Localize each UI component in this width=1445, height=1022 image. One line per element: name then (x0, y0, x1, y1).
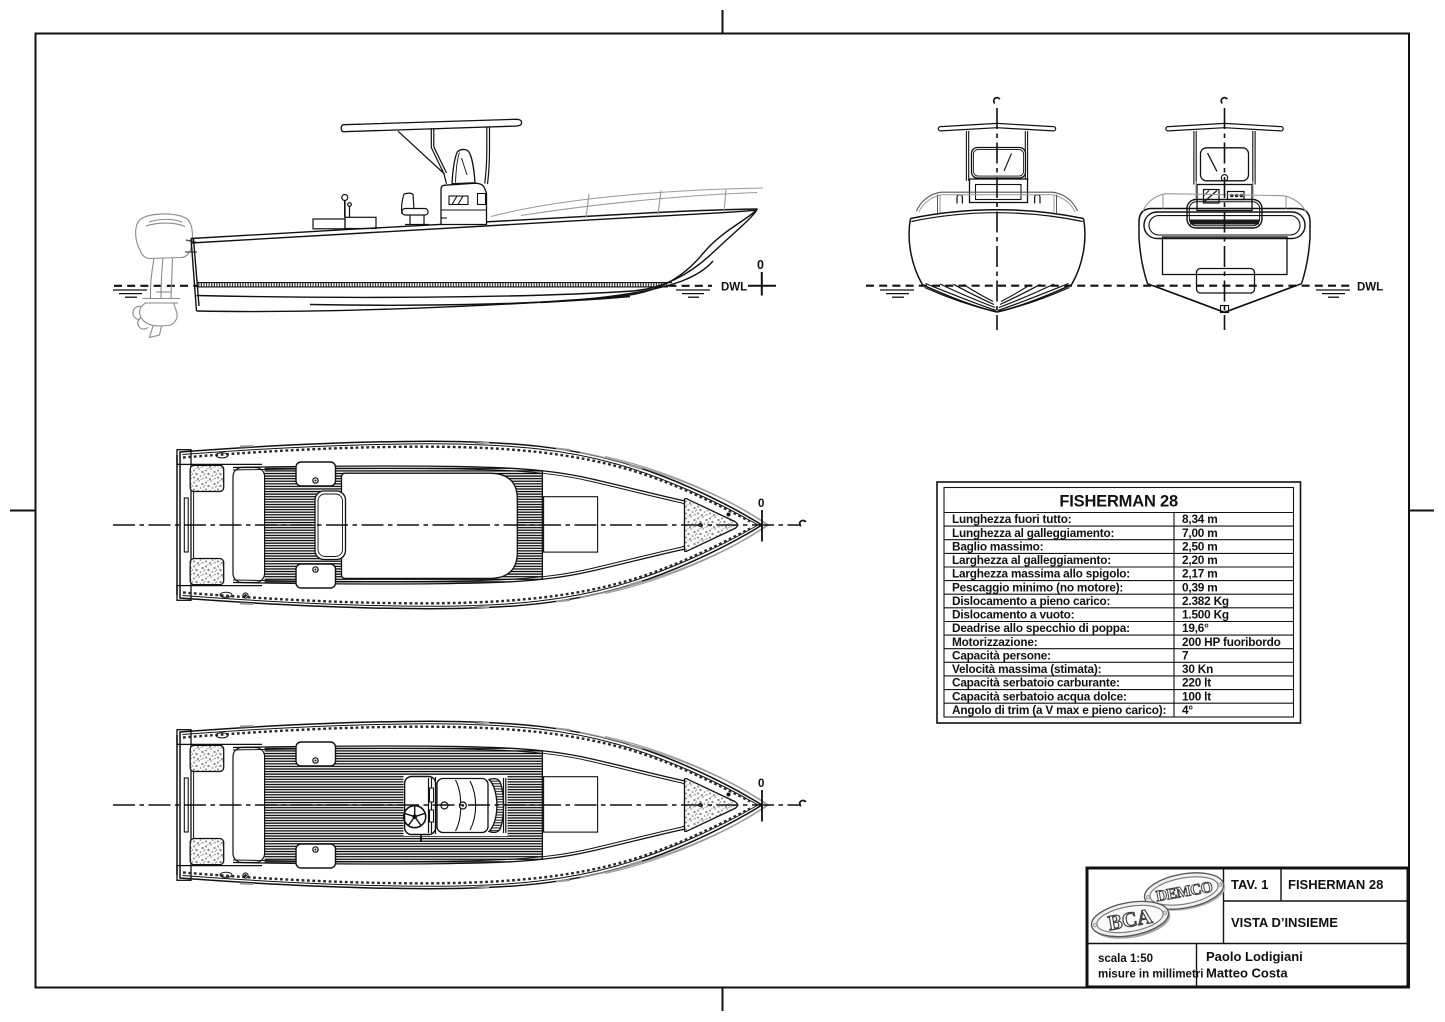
svg-text:Capacità serbatoio acqua dolce: Capacità serbatoio acqua dolce: (952, 689, 1127, 703)
svg-text:2,50 m: 2,50 m (1182, 539, 1218, 553)
svg-text:Paolo Lodigiani: Paolo Lodigiani (1206, 949, 1303, 964)
svg-text:Dislocamento a pieno carico:: Dislocamento a pieno carico: (952, 594, 1110, 608)
svg-text:FISHERMAN 28: FISHERMAN 28 (1288, 877, 1383, 892)
svg-text:Deadrise allo specchio di popp: Deadrise allo specchio di poppa: (952, 621, 1130, 635)
svg-text:200 HP fuoribordo: 200 HP fuoribordo (1182, 635, 1281, 649)
svg-text:2,20 m: 2,20 m (1182, 553, 1218, 567)
svg-text:Lunghezza al galleggiamento:: Lunghezza al galleggiamento: (952, 526, 1114, 540)
svg-text:0,39 m: 0,39 m (1182, 580, 1218, 594)
svg-text:DWL: DWL (721, 282, 747, 294)
svg-text:TAV. 1: TAV. 1 (1231, 877, 1268, 892)
svg-text:2,17 m: 2,17 m (1182, 567, 1218, 581)
svg-text:Lunghezza fuori tutto:: Lunghezza fuori tutto: (952, 512, 1071, 526)
svg-text:Capacità persone:: Capacità persone: (952, 648, 1051, 662)
svg-text:FISHERMAN 28: FISHERMAN 28 (1059, 493, 1178, 511)
svg-text:220 lt: 220 lt (1182, 676, 1211, 690)
svg-text:Baglio massimo:: Baglio massimo: (952, 539, 1043, 553)
svg-text:19,6°: 19,6° (1182, 621, 1209, 635)
svg-text:7: 7 (1182, 648, 1189, 662)
svg-text:7,00 m: 7,00 m (1182, 526, 1218, 540)
svg-text:1.500 Kg: 1.500 Kg (1182, 608, 1229, 622)
svg-text:8,34 m: 8,34 m (1182, 512, 1218, 526)
svg-text:scala 1:50: scala 1:50 (1098, 953, 1153, 965)
svg-text:0: 0 (757, 258, 764, 272)
svg-text:100 lt: 100 lt (1182, 689, 1211, 703)
svg-text:Pescaggio minimo (no motore):: Pescaggio minimo (no motore): (952, 580, 1123, 594)
svg-text:Dislocamento a vuoto:: Dislocamento a vuoto: (952, 608, 1074, 622)
svg-text:Larghezza massima allo spigolo: Larghezza massima allo spigolo: (952, 567, 1130, 581)
svg-text:Angolo di trim (a V max e pien: Angolo di trim (a V max e pieno carico): (952, 703, 1166, 717)
svg-text:4°: 4° (1182, 703, 1193, 717)
svg-text:misure in millimetri: misure in millimetri (1098, 969, 1203, 981)
svg-text:30 Kn: 30 Kn (1182, 662, 1213, 676)
svg-text:2.382 Kg: 2.382 Kg (1182, 594, 1229, 608)
svg-text:DWL: DWL (1357, 282, 1383, 294)
svg-text:VISTA D’INSIEME: VISTA D’INSIEME (1231, 915, 1338, 930)
svg-text:Capacità serbatoio carburante:: Capacità serbatoio carburante: (952, 676, 1120, 690)
svg-text:Matteo Costa: Matteo Costa (1206, 966, 1288, 981)
svg-text:Velocità massima (stimata):: Velocità massima (stimata): (952, 662, 1101, 676)
svg-text:Larghezza al galleggiamento:: Larghezza al galleggiamento: (952, 553, 1111, 567)
svg-text:Motorizzazione:: Motorizzazione: (952, 635, 1037, 649)
